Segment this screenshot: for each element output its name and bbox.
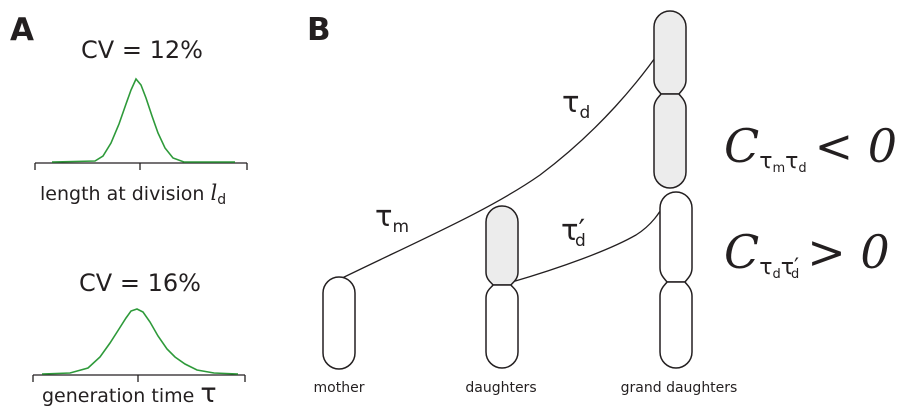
length-distribution-curve (51, 77, 235, 163)
granddaughter-cell-1 (653, 10, 687, 95)
tau-m-label: τm (375, 199, 409, 237)
daughters-label: daughters (465, 380, 536, 396)
granddaughter-cell-2 (653, 93, 687, 189)
panel-a-label: A (10, 12, 34, 48)
generation-time-distribution-plot (32, 308, 246, 382)
mother-cell (322, 276, 356, 370)
granddaughter-cell-3 (659, 191, 693, 283)
daughter-cell-top (485, 205, 519, 286)
cv-length-label: CV = 12% (81, 36, 203, 64)
lineage-curve-mother-to-granddaughter (337, 47, 663, 281)
generation-axis-title: generation time τ (42, 378, 217, 409)
cv-generation-time-label: CV = 16% (79, 269, 201, 297)
length-axis-title: length at division ld (40, 181, 226, 208)
equation-positive-correlation: Cτdτ′d> 0 (724, 225, 890, 282)
generation-distribution-curve (41, 308, 239, 375)
daughter-cell-bottom (485, 284, 519, 369)
equation-negative-correlation: Cτmτd< 0 (724, 119, 897, 176)
tau-d-prime-label: τ′d (561, 213, 586, 251)
granddaughter-cell-4 (659, 281, 693, 369)
tau-d-label: τd (562, 85, 590, 123)
mother-label: mother (314, 380, 365, 396)
lineage-curve-daughter-to-granddaughter (511, 202, 666, 283)
panel-b-label: B (307, 12, 331, 48)
grand-daughters-label: grand daughters (621, 380, 738, 396)
length-distribution-plot (34, 77, 248, 170)
